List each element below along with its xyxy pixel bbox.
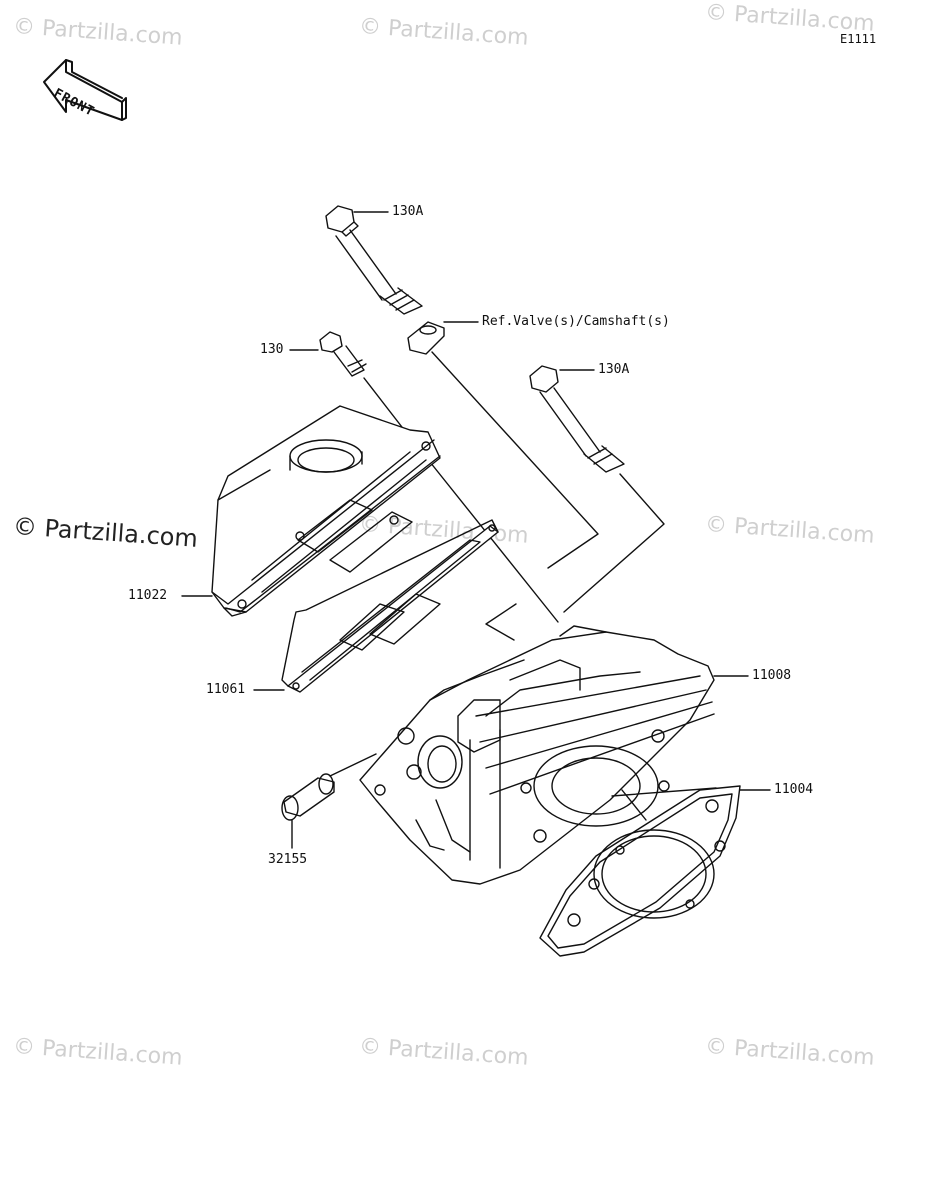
assembly-line bbox=[431, 351, 599, 569]
part-label-130a-right[interactable]: 130A bbox=[598, 362, 630, 377]
head-gasket-11004 bbox=[539, 785, 741, 957]
cylinder-head-11008 bbox=[359, 625, 715, 885]
part-label-11004[interactable]: 11004 bbox=[774, 782, 814, 797]
assembly-line bbox=[563, 473, 665, 613]
assembly-line bbox=[429, 461, 559, 623]
part-label-130a-top[interactable]: 130A bbox=[392, 204, 424, 219]
assembly-line bbox=[621, 789, 647, 821]
pipe-32155 bbox=[281, 773, 335, 849]
front-arrow-icon bbox=[43, 59, 127, 121]
valve-cover-11022 bbox=[211, 405, 441, 617]
washer bbox=[407, 321, 445, 355]
part-label-11008[interactable]: 11008 bbox=[752, 668, 792, 683]
bolt-130a-top bbox=[325, 205, 423, 315]
cover-gasket-11061 bbox=[281, 519, 499, 693]
assembly-line bbox=[611, 787, 717, 797]
diagram-code: E1111 bbox=[840, 32, 877, 46]
part-label-11061[interactable]: 11061 bbox=[206, 682, 246, 697]
assembly-line bbox=[329, 753, 377, 777]
bolt-130 bbox=[319, 331, 367, 377]
bolt-130a-right bbox=[529, 365, 625, 473]
assembly-line bbox=[485, 603, 517, 641]
part-label-11022[interactable]: 11022 bbox=[128, 588, 168, 603]
part-label-ref-valve[interactable]: Ref.Valve(s)/Camshaft(s) bbox=[482, 314, 670, 329]
part-label-130[interactable]: 130 bbox=[260, 342, 284, 357]
part-label-32155[interactable]: 32155 bbox=[268, 852, 308, 867]
